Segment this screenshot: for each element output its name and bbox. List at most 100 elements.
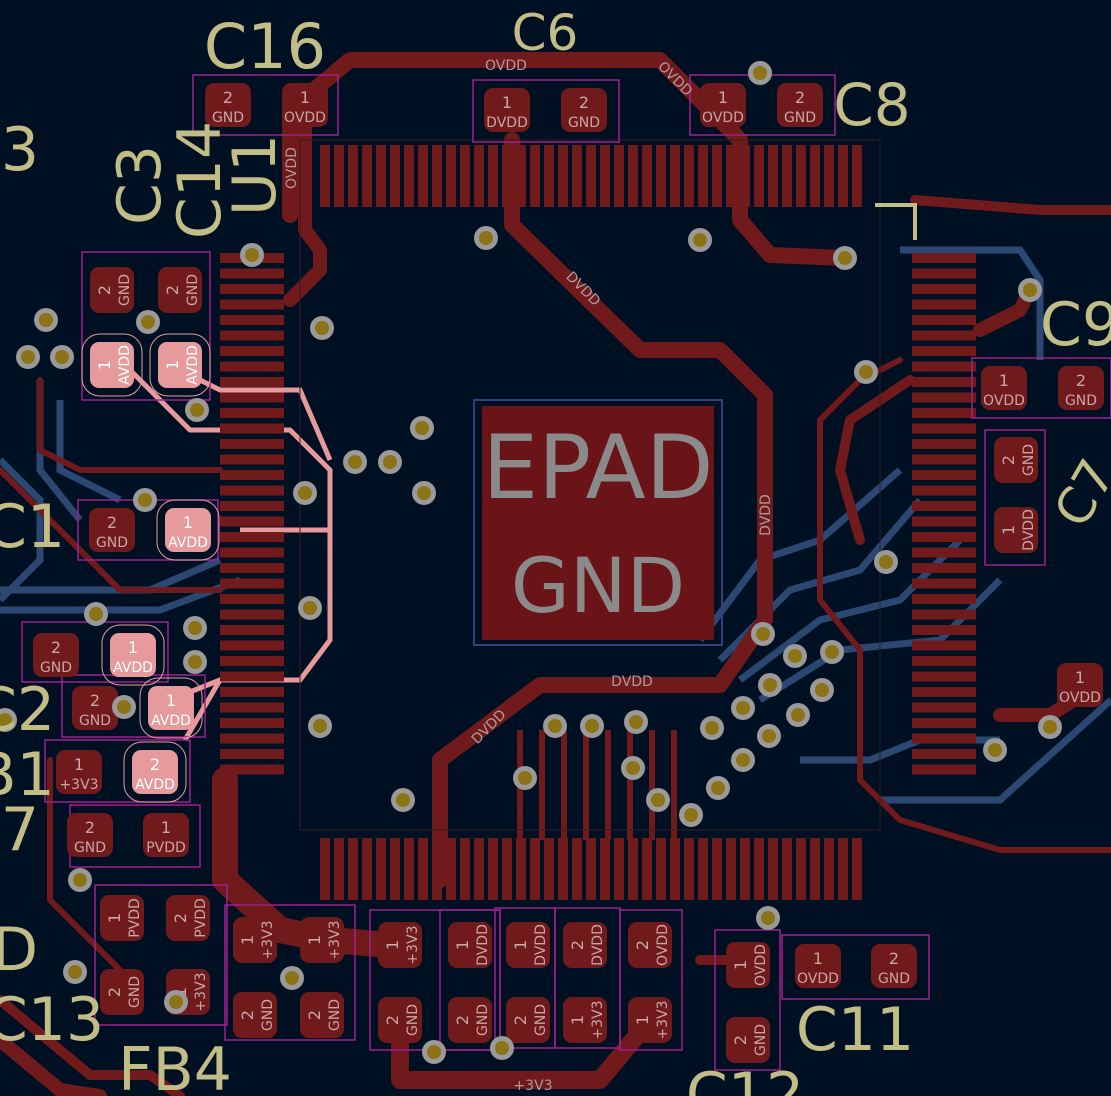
pad-number: 1 (453, 940, 472, 950)
pin-left (220, 547, 284, 558)
pad-number: 1 (1075, 668, 1085, 687)
pad-net: GND (117, 274, 133, 306)
front-trace (432, 132, 773, 888)
pin-right (912, 671, 976, 682)
via-hole (383, 455, 397, 469)
pin-left (220, 454, 284, 465)
front-trace (0, 1033, 107, 1096)
pin-left (220, 733, 284, 744)
via-hole (348, 455, 362, 469)
pad-net: GND (74, 840, 106, 856)
pad-net: GND (475, 1004, 491, 1036)
pin-top (572, 145, 582, 207)
front-trace (0, 995, 185, 1096)
via-hole (761, 911, 775, 925)
pad-shape (110, 633, 156, 677)
via-hole (245, 248, 259, 262)
via-hole (815, 683, 829, 697)
pad-number: 1 (813, 949, 823, 968)
pad-number: 1 (183, 513, 193, 532)
pad-net: DVDD (1021, 509, 1037, 551)
epad[interactable] (482, 406, 714, 640)
pin-left (220, 640, 284, 651)
pad-shape (628, 997, 672, 1043)
pin-top (600, 145, 610, 207)
pad-net: +3V3 (655, 1000, 671, 1039)
pin-right (912, 625, 976, 635)
pad-shape (448, 997, 492, 1043)
pad-shape (158, 342, 202, 388)
pad-number: 2 (163, 285, 182, 295)
front-trace (910, 195, 1111, 215)
pin-bottom (768, 838, 778, 900)
pad-3v3: 1+3V3 (300, 917, 344, 963)
pin-top (502, 145, 512, 207)
via-hole (736, 753, 750, 767)
via-hole (651, 793, 665, 807)
pin-right (912, 330, 976, 341)
pad-net: GND (96, 535, 128, 551)
pad-net: AVDD (117, 345, 133, 385)
pin-top (348, 145, 358, 207)
pad-number: 2 (107, 513, 117, 532)
avdd-highlighted-trace (128, 368, 333, 742)
pad-number: 2 (171, 913, 190, 923)
pad-number: 2 (453, 1015, 472, 1025)
via-hole (315, 321, 329, 335)
via-hole (313, 719, 327, 733)
pin-right (912, 687, 976, 697)
pad-net: +3V3 (327, 920, 343, 959)
silkscreen-ref: C12 (686, 1060, 804, 1096)
pad-number: 2 (511, 1015, 530, 1025)
pin-right (912, 532, 976, 542)
pad-shape (994, 507, 1038, 553)
pin-right (912, 733, 976, 744)
via-hole (190, 403, 204, 417)
pad-net: GND (185, 274, 201, 306)
pin-bottom (348, 838, 358, 900)
pin-top (320, 145, 330, 207)
pad-number: 2 (731, 1035, 750, 1045)
silkscreen-refs: C16C6C83C3C14U1C9C1C2B17DC13FB4C11C12C7 (0, 4, 1111, 1096)
pad-net: PVDD (193, 898, 209, 938)
pin-bottom (586, 838, 596, 900)
via-hole (495, 1041, 509, 1055)
pad-number: 1 (511, 940, 530, 950)
pin-bottom (782, 838, 792, 900)
pin-bottom (684, 838, 694, 900)
via-hole (188, 655, 202, 669)
pin1-marker (875, 203, 917, 240)
pin-bottom (544, 838, 554, 900)
pin-right (912, 594, 976, 604)
pad-number: 2 (305, 1010, 324, 1020)
pads: 2GND1OVDD1DVDD2GND1OVDD2GND1OVDD2GND2GND… (33, 83, 1104, 1063)
pad-net: AVDD (168, 535, 208, 551)
pad-shape (506, 922, 550, 968)
pin-top (810, 145, 820, 207)
pin-bottom (628, 838, 638, 900)
pin-left (220, 392, 284, 403)
pin-bottom (796, 838, 806, 900)
pad-net: OVDD (753, 944, 769, 986)
pad-net: GND (568, 115, 600, 131)
pin-top (754, 145, 764, 207)
pin-left (220, 284, 284, 294)
pad-net: OVDD (702, 110, 744, 126)
via-hole (188, 621, 202, 635)
pin-right (912, 423, 976, 434)
pad-number: 2 (568, 940, 587, 950)
pin-bottom (432, 838, 442, 900)
pin-left (220, 578, 284, 589)
pin-left (220, 625, 284, 635)
via-hole (988, 743, 1002, 757)
